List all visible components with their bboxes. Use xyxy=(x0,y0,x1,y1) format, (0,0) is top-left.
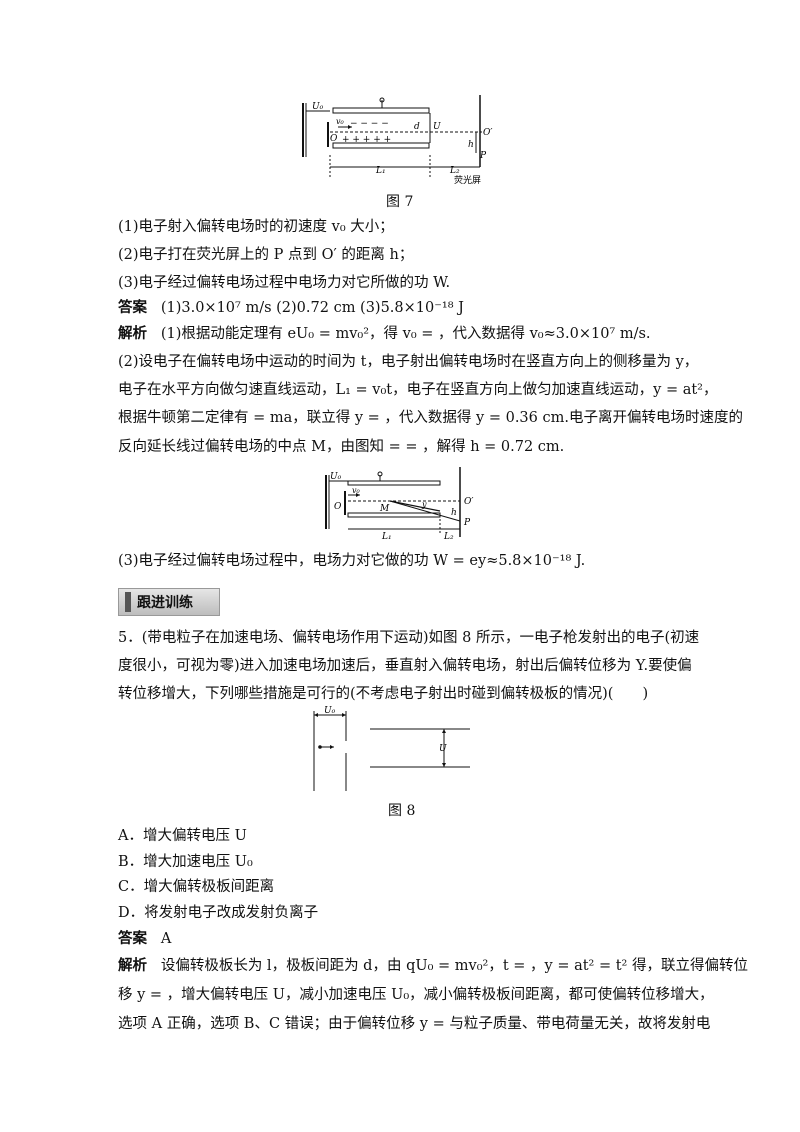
fig7b-p: P xyxy=(463,518,471,528)
fig7-u0: U₀ xyxy=(312,102,324,112)
figure-7: U₀ v₀ O − − − − + + + + + d U O′ h P L₁ … xyxy=(302,95,492,185)
question-line-3: (3)电子经过偏转电场过程中电场力对它所做的功 W. xyxy=(118,275,451,291)
analysis-1-line-6: (3)电子经过偏转电场过程中，电场力对它做的功 W = ey≈5.8×10⁻¹⁸… xyxy=(118,553,586,569)
analysis-text: (1)根据动能定理有 eU₀ = mv₀²，得 v₀ = ，代入数据得 v₀≈3… xyxy=(160,326,651,342)
fig7b-h: h xyxy=(451,508,457,518)
fig7-u: U xyxy=(433,122,441,132)
question-line-2: (2)电子打在荧光屏上的 P 点到 O′ 的距离 h； xyxy=(118,247,414,263)
analysis-1-line-4: 根据牛顿第二定律有 = ma，联立得 y = ，代入数据得 y = 0.36 c… xyxy=(118,410,743,426)
fig8-u0: U₀ xyxy=(324,706,336,716)
question-line-1: (1)电子射入偏转电场时的初速度 v₀ 大小； xyxy=(118,219,394,235)
section-banner-label: 跟进训练 xyxy=(137,595,193,611)
fig7-o: O xyxy=(330,134,338,144)
fig7b-y: y xyxy=(421,500,427,509)
figure-7b: U₀ v₀ O M y O′ h P L₁ L₂ xyxy=(325,467,473,542)
option-d: D．将发射电子改成发射负离子 xyxy=(118,905,319,921)
fig7b-l1: L₁ xyxy=(381,532,392,542)
fig7b-l2: L₂ xyxy=(443,532,454,542)
analysis-1-line-3: 电子在水平方向做匀速直线运动，L₁ = v₀t，电子在竖直方向上做匀加速直线运动… xyxy=(118,382,718,398)
fig7-l1: L₁ xyxy=(375,166,386,176)
q5-line-3: 转位移增大，下列哪些措施是可行的(不考虑电子射出时碰到偏转极板的情况)( ) xyxy=(118,686,649,702)
fig7b-o: O xyxy=(334,502,342,512)
fig7-p: P xyxy=(479,151,487,161)
fig7-minus: − − − − xyxy=(350,119,389,129)
fig7-plus: + + + + + xyxy=(342,135,391,145)
q5-line-1: 5．(带电粒子在加速电场、偏转电场作用下运动)如图 8 所示，一电子枪发射出的电… xyxy=(118,630,700,646)
fig7-oprime: O′ xyxy=(483,128,492,138)
analysis-2-line-3: 选项 A 正确，选项 B、C 错误；由于偏转位移 y = 与粒子质量、带电荷量无… xyxy=(118,1016,711,1032)
fig7-l2: L₂ xyxy=(449,166,460,176)
figure-8: U₀ U xyxy=(313,706,470,791)
answer-2-label: 答案 xyxy=(118,930,147,947)
answer-1: 答案 (1)3.0×10⁷ m/s (2)0.72 cm (3)5.8×10⁻¹… xyxy=(118,298,464,318)
analysis-1-line-1: 解析 (1)根据动能定理有 eU₀ = mv₀²，得 v₀ = ，代入数据得 v… xyxy=(118,324,651,344)
fig8-u: U xyxy=(439,744,447,754)
analysis-2-line-2: 移 y = ，增大偏转电压 U，减小加速电压 U₀，减小偏转极板间距离，都可使偏… xyxy=(118,987,714,1003)
answer-2: 答案 A xyxy=(118,929,171,949)
figure-8-caption: 图 8 xyxy=(388,803,416,819)
fig7-v0: v₀ xyxy=(336,117,345,126)
analysis-2-line-1: 解析 设偏转极板长为 l，极板间距为 d，由 qU₀ = mv₀²，t = ，y… xyxy=(118,956,748,976)
answer-2-text: A xyxy=(160,931,172,947)
analysis-2-label: 解析 xyxy=(118,957,147,974)
fig7b-v0: v₀ xyxy=(352,486,361,495)
fig7b-u0: U₀ xyxy=(330,472,342,482)
answer-text: (1)3.0×10⁷ m/s (2)0.72 cm (3)5.8×10⁻¹⁸ J xyxy=(160,300,464,316)
section-banner: 跟进训练 xyxy=(118,588,220,616)
q5-line-2: 度很小，可视为零)进入加速电场加速后，垂直射入偏转电场，射出后偏转位移为 Y.要… xyxy=(118,658,692,674)
figure-7-caption: 图 7 xyxy=(386,194,414,210)
analysis-label: 解析 xyxy=(118,325,147,342)
analysis-2-text: 设偏转极板长为 l，极板间距为 d，由 qU₀ = mv₀²，t = ，y = … xyxy=(160,958,748,974)
analysis-1-line-2: (2)设电子在偏转电场中运动的时间为 t，电子射出偏转电场时在竖直方向上的侧移量… xyxy=(118,354,699,370)
option-a: A．增大偏转电压 U xyxy=(118,828,247,844)
answer-label: 答案 xyxy=(118,299,147,316)
fig7b-oprime: O′ xyxy=(464,497,473,507)
option-b: B．增大加速电压 U₀ xyxy=(118,854,253,870)
fig7b-m: M xyxy=(379,504,390,514)
analysis-1-line-5: 反向延长线过偏转电场的中点 M，由图知 = = ，解得 h = 0.72 cm. xyxy=(118,439,565,455)
fig7-screen: 荧光屏 xyxy=(454,174,481,185)
option-c: C．增大偏转极板间距离 xyxy=(118,879,275,895)
fig7-d: d xyxy=(414,122,420,132)
fig7-h: h xyxy=(468,140,474,150)
